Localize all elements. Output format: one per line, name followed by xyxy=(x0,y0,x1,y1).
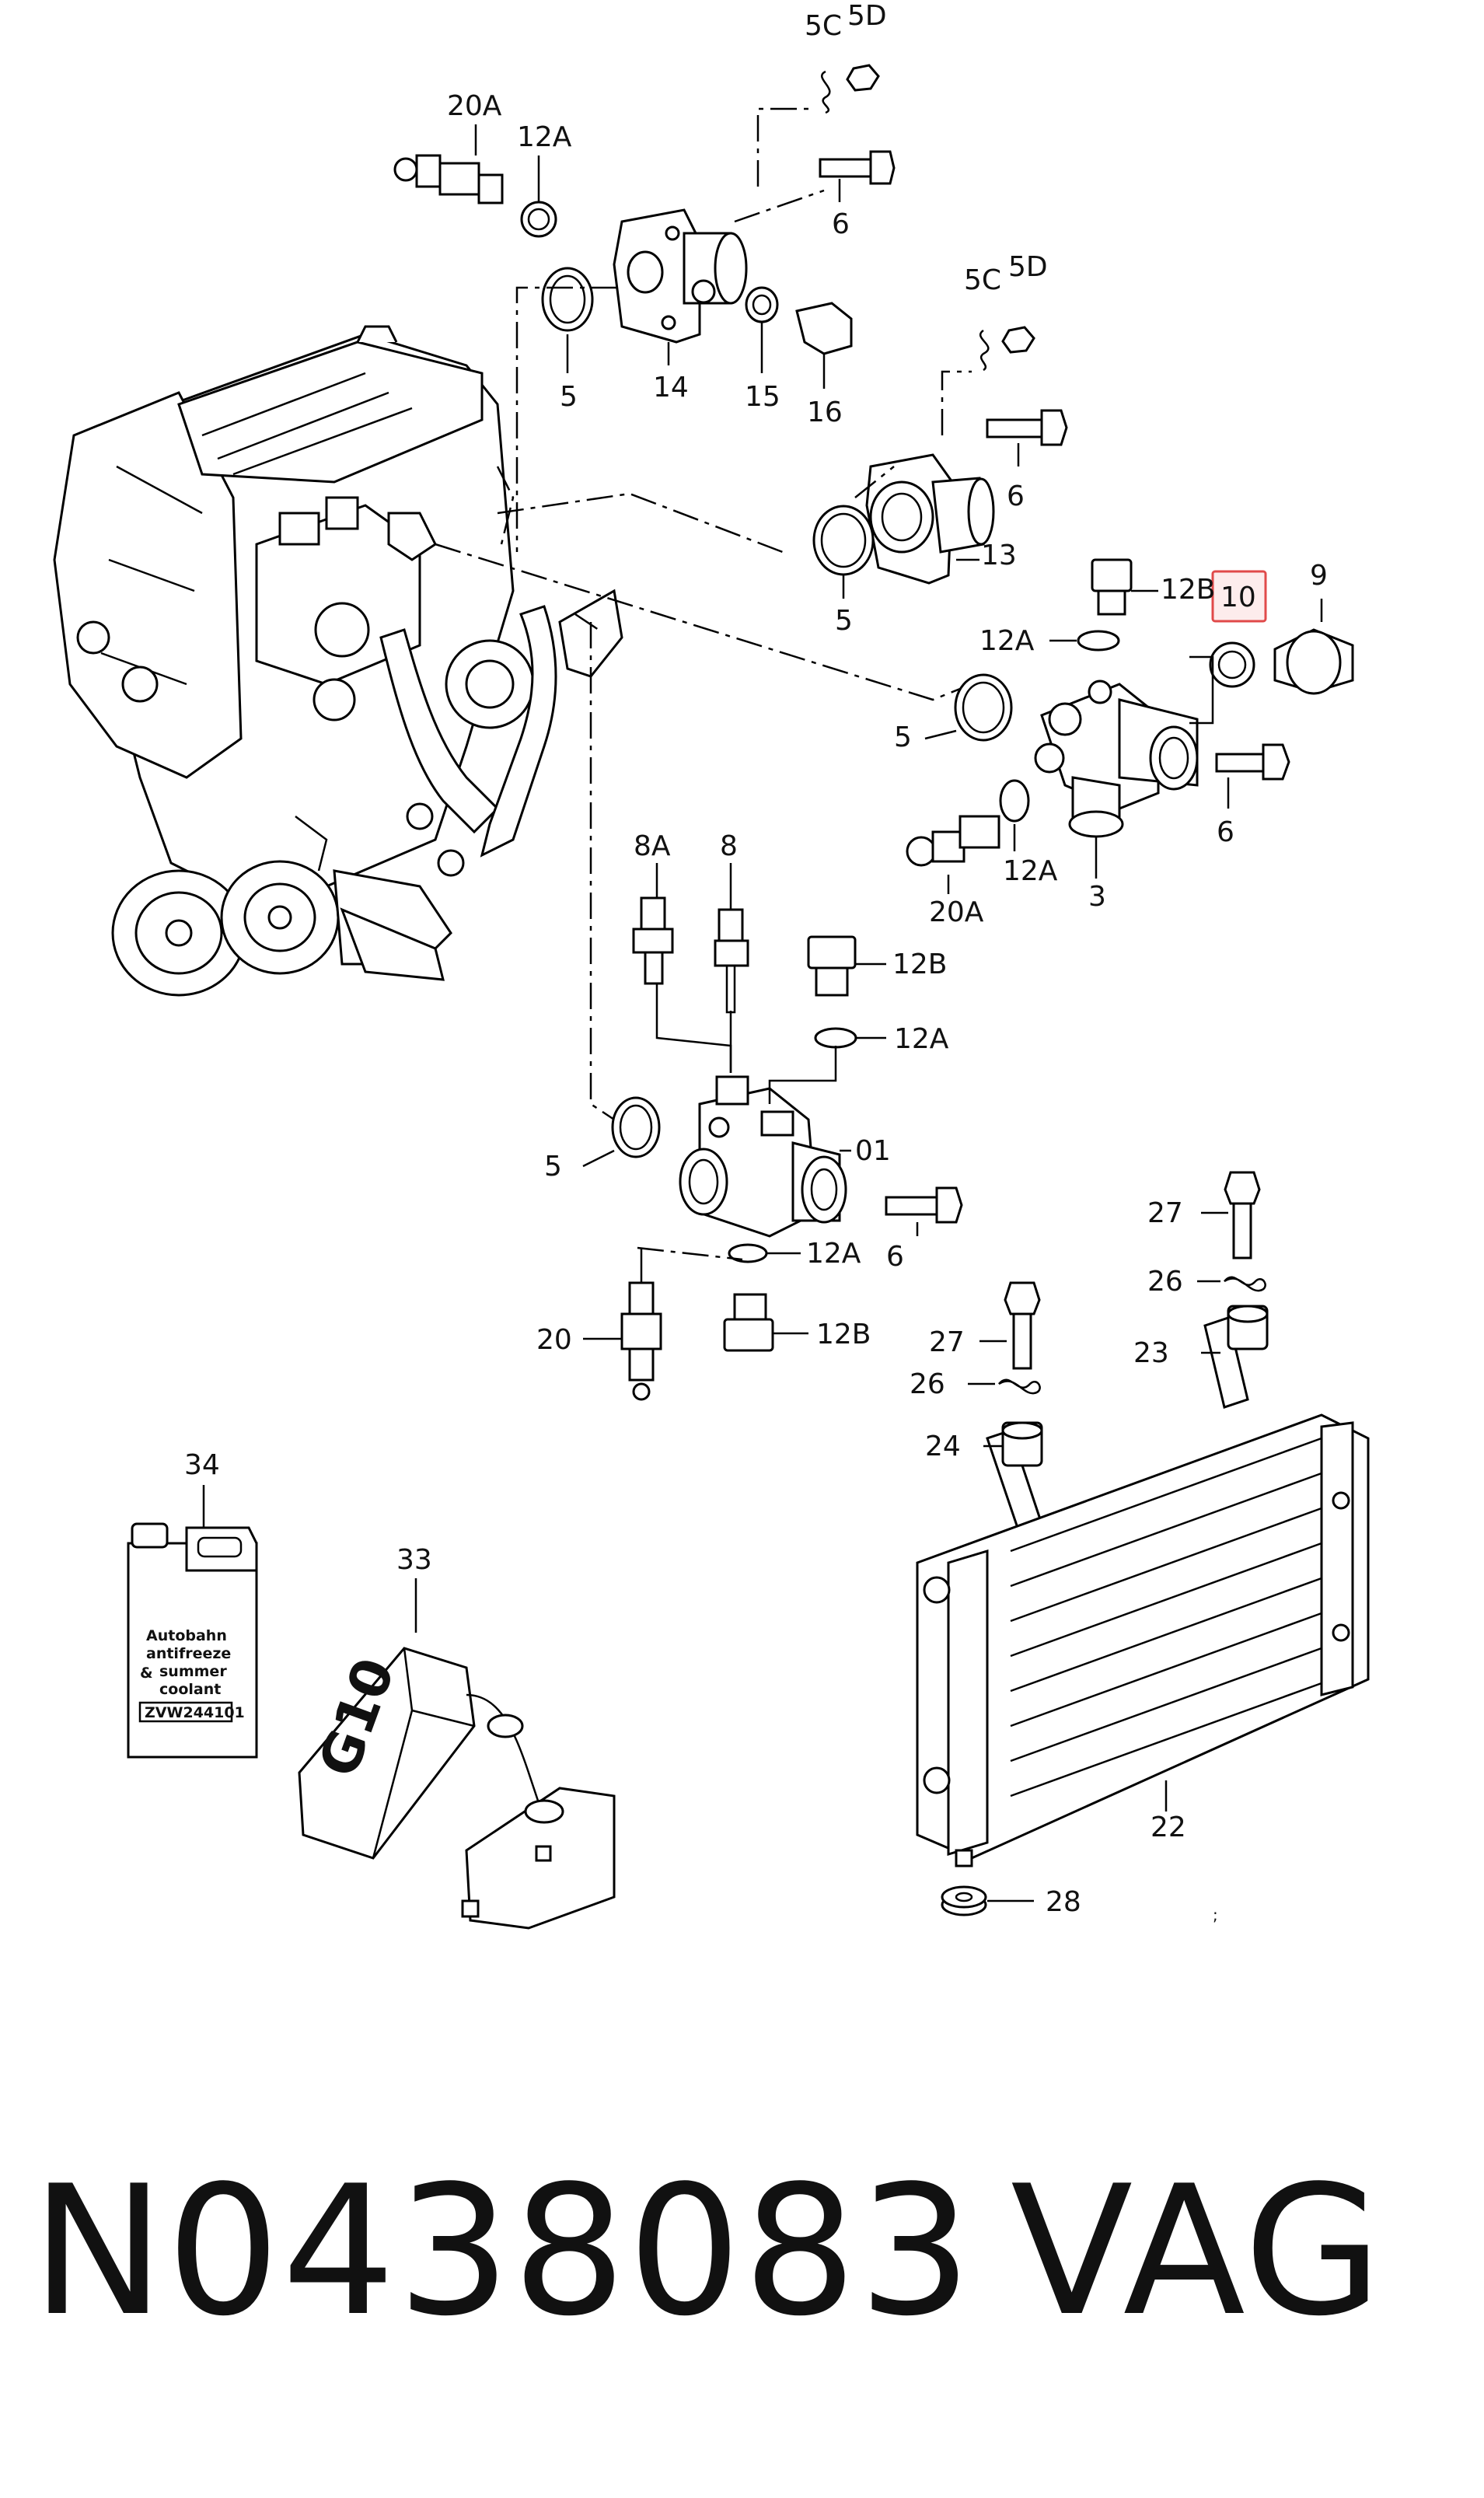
callout-33: 33 xyxy=(396,1544,432,1576)
coolant-canister-33 xyxy=(298,1647,616,1930)
seal-ring-15 xyxy=(745,286,779,323)
callout-10: 10 xyxy=(1220,582,1256,613)
o-ring-5-right xyxy=(954,673,1013,742)
callout-5C: 5C xyxy=(805,10,842,42)
callout-12A: 12A xyxy=(1003,855,1058,887)
callout-14: 14 xyxy=(653,372,689,404)
washer-26-right xyxy=(1224,1276,1266,1292)
callout-12B: 12B xyxy=(892,949,948,980)
callout-28: 28 xyxy=(1046,1886,1081,1918)
engine-illustration xyxy=(53,325,623,997)
callout-6: 6 xyxy=(1007,480,1025,512)
callout-6: 6 xyxy=(832,208,850,240)
callout-27: 27 xyxy=(1147,1197,1183,1229)
coolant-flange-13 xyxy=(865,453,995,585)
seal-ring-12A-top xyxy=(520,201,557,238)
temperature-sender-20 xyxy=(620,1281,662,1401)
callout-5: 5 xyxy=(835,605,853,637)
seal-ring-12A-right xyxy=(1077,630,1120,652)
plug-16 xyxy=(795,302,853,355)
nut-5D-mid xyxy=(1001,326,1035,354)
callout-12B: 12B xyxy=(816,1319,871,1350)
callout-6: 6 xyxy=(886,1241,904,1273)
callout-5: 5 xyxy=(894,721,912,753)
highlight-box-10 xyxy=(1211,570,1267,623)
callout-8: 8 xyxy=(720,830,738,862)
brand-name: VAG xyxy=(1011,2148,1384,2356)
plug-12B-centre xyxy=(807,935,857,997)
callout-27: 27 xyxy=(929,1326,965,1358)
jug-line-1: Autobahn xyxy=(146,1627,227,1644)
callout-5D: 5D xyxy=(847,0,887,32)
jug-line-2: antifreeze xyxy=(146,1645,231,1662)
callout-5: 5 xyxy=(560,381,578,413)
callout-6: 6 xyxy=(1217,816,1234,848)
bolt-6-right xyxy=(1215,743,1290,781)
clip-5C-top xyxy=(821,70,831,114)
callout-5D: 5D xyxy=(1008,251,1048,283)
callout-13: 13 xyxy=(981,540,1017,571)
nut-5D-top xyxy=(846,64,880,92)
callout-23: 23 xyxy=(1133,1337,1169,1369)
washer-26-left xyxy=(998,1378,1041,1395)
jug-line-4: coolant xyxy=(159,1681,221,1698)
callout-22: 22 xyxy=(1151,1811,1186,1843)
bracket-23 xyxy=(1203,1305,1269,1409)
temperature-sender-20A-right xyxy=(906,815,1000,867)
stray-mark: ; xyxy=(1213,1906,1218,1924)
callout-20A: 20A xyxy=(447,90,502,122)
mount-28 xyxy=(941,1885,987,1916)
bolt-6-centre xyxy=(885,1186,963,1224)
plug-12B-centre2 xyxy=(723,1293,774,1352)
callout-01: 01 xyxy=(855,1135,891,1167)
plug-12B-right xyxy=(1091,558,1133,616)
bolt-27-left xyxy=(1004,1281,1041,1370)
callout-15: 15 xyxy=(745,381,780,413)
temperature-sender-20A-top xyxy=(393,154,504,204)
bolt-6-top xyxy=(819,150,896,185)
plug-9 xyxy=(1273,628,1354,695)
callout-12A: 12A xyxy=(517,121,572,153)
jug-line-3: summer xyxy=(159,1663,227,1680)
callout-8A: 8A xyxy=(634,830,671,862)
callout-12A: 12A xyxy=(894,1023,949,1055)
jug-code: ZVW244101 xyxy=(145,1704,245,1721)
callout-34: 34 xyxy=(184,1449,220,1481)
bolt-6-mid xyxy=(986,409,1068,446)
jug-ampersand: & xyxy=(140,1665,153,1682)
callout-26: 26 xyxy=(1147,1266,1183,1298)
coolant-pipe-01 xyxy=(679,1075,847,1238)
sender-8A xyxy=(632,896,674,985)
clip-5C-mid xyxy=(979,329,990,372)
o-ring-5-mid xyxy=(812,505,875,576)
seal-ring-12A-centre xyxy=(814,1027,857,1049)
callout-5: 5 xyxy=(544,1151,562,1183)
leader-lines xyxy=(202,124,1323,1902)
callout-5C: 5C xyxy=(964,264,1001,296)
callout-16: 16 xyxy=(807,397,843,428)
callout-3: 3 xyxy=(1088,881,1106,913)
callout-24: 24 xyxy=(925,1431,961,1462)
callout-20A: 20A xyxy=(929,896,984,928)
callout-labels: 5C 5D 20A 12A 6 5 14 15 16 5C 5D 6 13 5 … xyxy=(184,0,1328,1918)
callout-26: 26 xyxy=(910,1368,945,1400)
seal-ring-10 xyxy=(1209,641,1255,688)
callout-12A: 12A xyxy=(806,1238,861,1270)
sender-8 xyxy=(714,908,749,1014)
coolant-pipe-3 xyxy=(1034,680,1199,838)
callout-12B: 12B xyxy=(1161,574,1216,606)
part-number: N0438083 xyxy=(31,2148,973,2356)
seal-ring-12A-right2 xyxy=(999,779,1030,823)
callout-20: 20 xyxy=(536,1324,572,1356)
bolt-27-right xyxy=(1224,1171,1261,1259)
callout-12A: 12A xyxy=(979,625,1035,657)
radiator-22 xyxy=(916,1413,1370,1867)
bracket-24 xyxy=(986,1421,1043,1532)
callout-9: 9 xyxy=(1310,560,1328,592)
coolant-flange-14 xyxy=(613,208,748,344)
